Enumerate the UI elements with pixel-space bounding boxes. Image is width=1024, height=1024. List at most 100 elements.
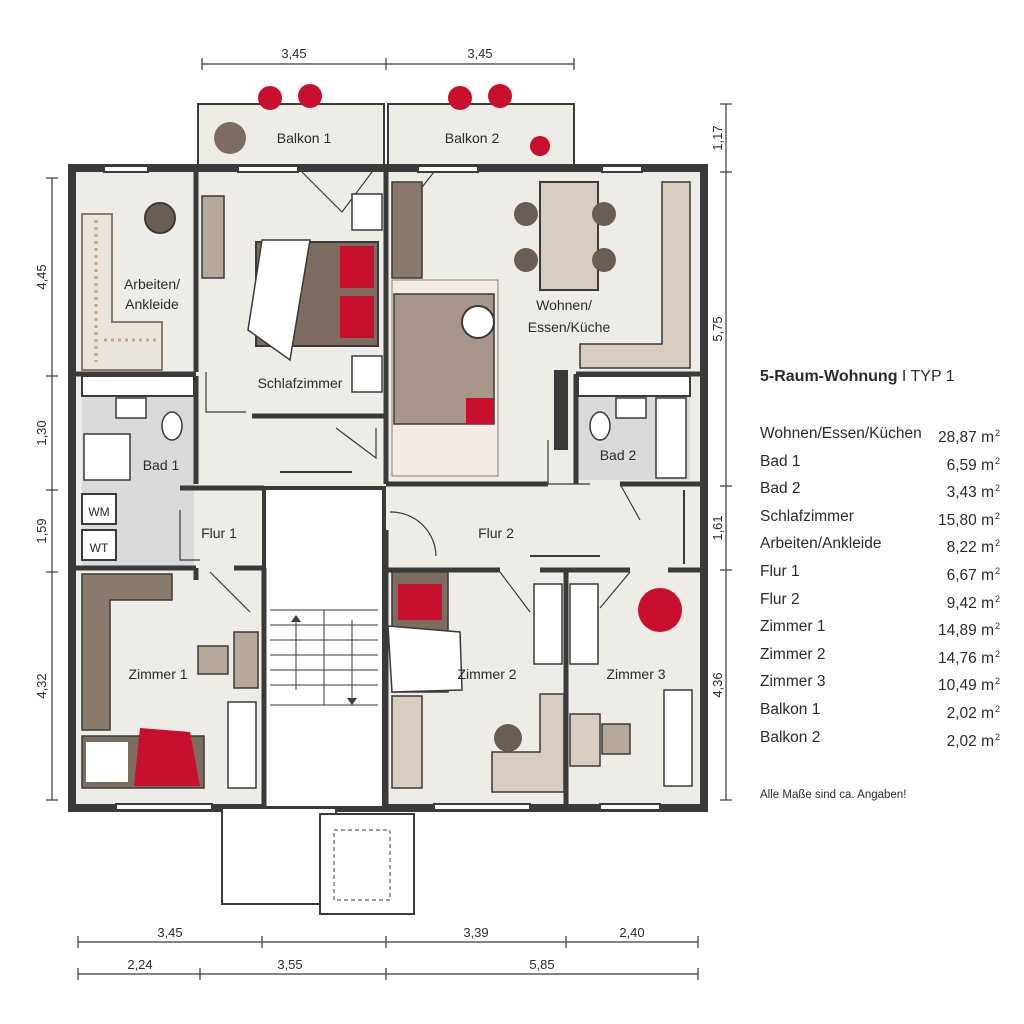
label-zimmer2: Zimmer 2 (457, 666, 516, 682)
legend-room-area: 28,87 m2 (938, 420, 1000, 448)
dim-right-2: 5,75 (710, 316, 725, 341)
windows (103, 165, 661, 811)
legend-area-unit: m (981, 456, 994, 474)
label-bad2: Bad 2 (600, 447, 637, 463)
area-legend: 5-Raum-Wohnung I TYP 1 Wohnen/Essen/Küch… (760, 368, 1000, 801)
legend-room-name: Balkon 2 (760, 728, 821, 746)
legend-room-name: Zimmer 2 (760, 645, 826, 663)
zimmer2-furniture (387, 571, 565, 793)
legend-room-name: Bad 2 (760, 480, 801, 498)
dimension-lines (46, 58, 732, 980)
dim-top-left: 3,45 (281, 46, 306, 61)
legend-room-area: 15,80 m2 (938, 503, 1000, 531)
balcony-plants (214, 84, 550, 156)
legend-row: Zimmer 2 14,76 m2 (760, 641, 1000, 669)
legend-row: Arbeiten/Ankleide 8,22 m2 (760, 530, 1000, 558)
lift-cabin (333, 829, 391, 901)
legend-row: Flur 1 6,67 m2 (760, 558, 1000, 586)
legend-room-name: Bad 1 (760, 452, 801, 470)
label-flur1: Flur 1 (201, 525, 237, 541)
legend-room-area: 6,59 m2 (947, 448, 1000, 476)
dim-bottom1-mid: 3,39 (463, 925, 488, 940)
legend-area-value: 9,42 (946, 594, 977, 612)
label-zimmer1: Zimmer 1 (128, 666, 187, 682)
legend-area-value: 3,43 (946, 484, 977, 502)
legend-area-value: 28,87 (937, 429, 977, 446)
label-balkon2: Balkon 2 (445, 130, 500, 146)
arbeiten-furniture (81, 202, 176, 371)
dim-bottom2-left: 2,24 (127, 957, 152, 972)
legend-row: Wohnen/Essen/Küchen 28,87 m2 (760, 420, 1000, 448)
legend-area-value: 2,02 (946, 704, 977, 722)
dim-top-right: 3,45 (467, 46, 492, 61)
legend-area-unit-exp: 2 (994, 648, 1000, 659)
legend-area-value: 8,22 (946, 539, 977, 557)
entrance-canopy (221, 807, 337, 905)
coat-racks (280, 471, 685, 564)
label-wohnen-2: Essen/Küche (528, 319, 611, 335)
legend-area-value: 10,49 (937, 677, 977, 695)
label-wt: WT (90, 541, 109, 555)
legend-area-unit: m (981, 539, 994, 557)
legend-room-area: 14,76 m2 (938, 641, 1000, 669)
legend-area-unit: m (981, 649, 994, 667)
legend-room-name: Wohnen/Essen/Küchen (760, 425, 922, 442)
legend-title-text: 5-Raum-Wohnung (760, 368, 898, 385)
legend-row: Balkon 1 2,02 m2 (760, 696, 1000, 724)
legend-room-name: Flur 1 (760, 562, 800, 580)
legend-area-value: 14,89 (937, 622, 977, 640)
dim-left-3: 1,59 (34, 518, 49, 543)
bad2-fixtures (577, 375, 691, 479)
dim-left-4: 4,32 (34, 673, 49, 698)
legend-room-area: 14,89 m2 (938, 613, 1000, 641)
label-bad1: Bad 1 (143, 457, 180, 473)
wohnen-furniture (391, 181, 691, 477)
legend-area-unit-exp: 2 (994, 538, 1000, 549)
legend-area-unit: m (981, 594, 994, 612)
legend-area-unit: m (981, 511, 994, 529)
label-wohnen-1: Wohnen/ (536, 297, 592, 313)
label-arbeiten-2: Ankleide (125, 296, 179, 312)
dim-right-3: 1,61 (710, 515, 725, 540)
legend-title: 5-Raum-Wohnung I TYP 1 (760, 368, 1000, 386)
legend-room-area: 6,67 m2 (947, 558, 1000, 586)
legend-area-unit: m (981, 677, 994, 695)
legend-area-value: 6,67 (946, 566, 977, 584)
label-schlafzimmer: Schlafzimmer (258, 375, 343, 391)
legend-room-area: 10,49 m2 (938, 668, 1000, 696)
legend-area-unit-exp: 2 (994, 510, 1000, 521)
legend-room-area: 2,02 m2 (947, 724, 1000, 752)
dim-bottom1-right: 2,40 (619, 925, 644, 940)
legend-room-area: 9,42 m2 (947, 586, 1000, 614)
legend-area-unit: m (981, 732, 994, 750)
legend-room-name: Zimmer 1 (760, 618, 826, 636)
legend-area-unit: m (981, 429, 994, 446)
legend-area-unit: m (981, 566, 994, 584)
legend-room-name: Arbeiten/Ankleide (760, 535, 882, 553)
legend-row: Bad 2 3,43 m2 (760, 475, 1000, 503)
floor-plan: Balkon 1 Balkon 2 Arbeiten/ Ankleide Sch… (34, 46, 732, 980)
legend-area-unit-exp: 2 (994, 455, 1000, 466)
interior-walls (76, 172, 700, 808)
label-flur2: Flur 2 (478, 525, 514, 541)
legend-area-value: 2,02 (946, 732, 977, 750)
dim-bottom1-left: 3,45 (157, 925, 182, 940)
legend-room-area: 3,43 m2 (947, 475, 1000, 503)
label-arbeiten-1: Arbeiten/ (124, 276, 180, 292)
label-balkon1: Balkon 1 (277, 130, 332, 146)
legend-room-area: 2,02 m2 (947, 696, 1000, 724)
legend-area-unit: m (981, 622, 994, 640)
dim-right-4: 4,36 (710, 672, 725, 697)
dim-right-1: 1,17 (710, 125, 725, 150)
legend-room-name: Balkon 1 (760, 700, 821, 718)
legend-area-unit-exp: 2 (994, 703, 1000, 714)
dim-bottom2-right: 5,85 (529, 957, 554, 972)
legend-area-unit-exp: 2 (994, 483, 1000, 494)
stairs (270, 609, 378, 706)
dim-left-1: 4,45 (34, 264, 49, 289)
legend-area-value: 6,59 (946, 456, 977, 474)
legend-area-unit-exp: 2 (994, 621, 1000, 632)
